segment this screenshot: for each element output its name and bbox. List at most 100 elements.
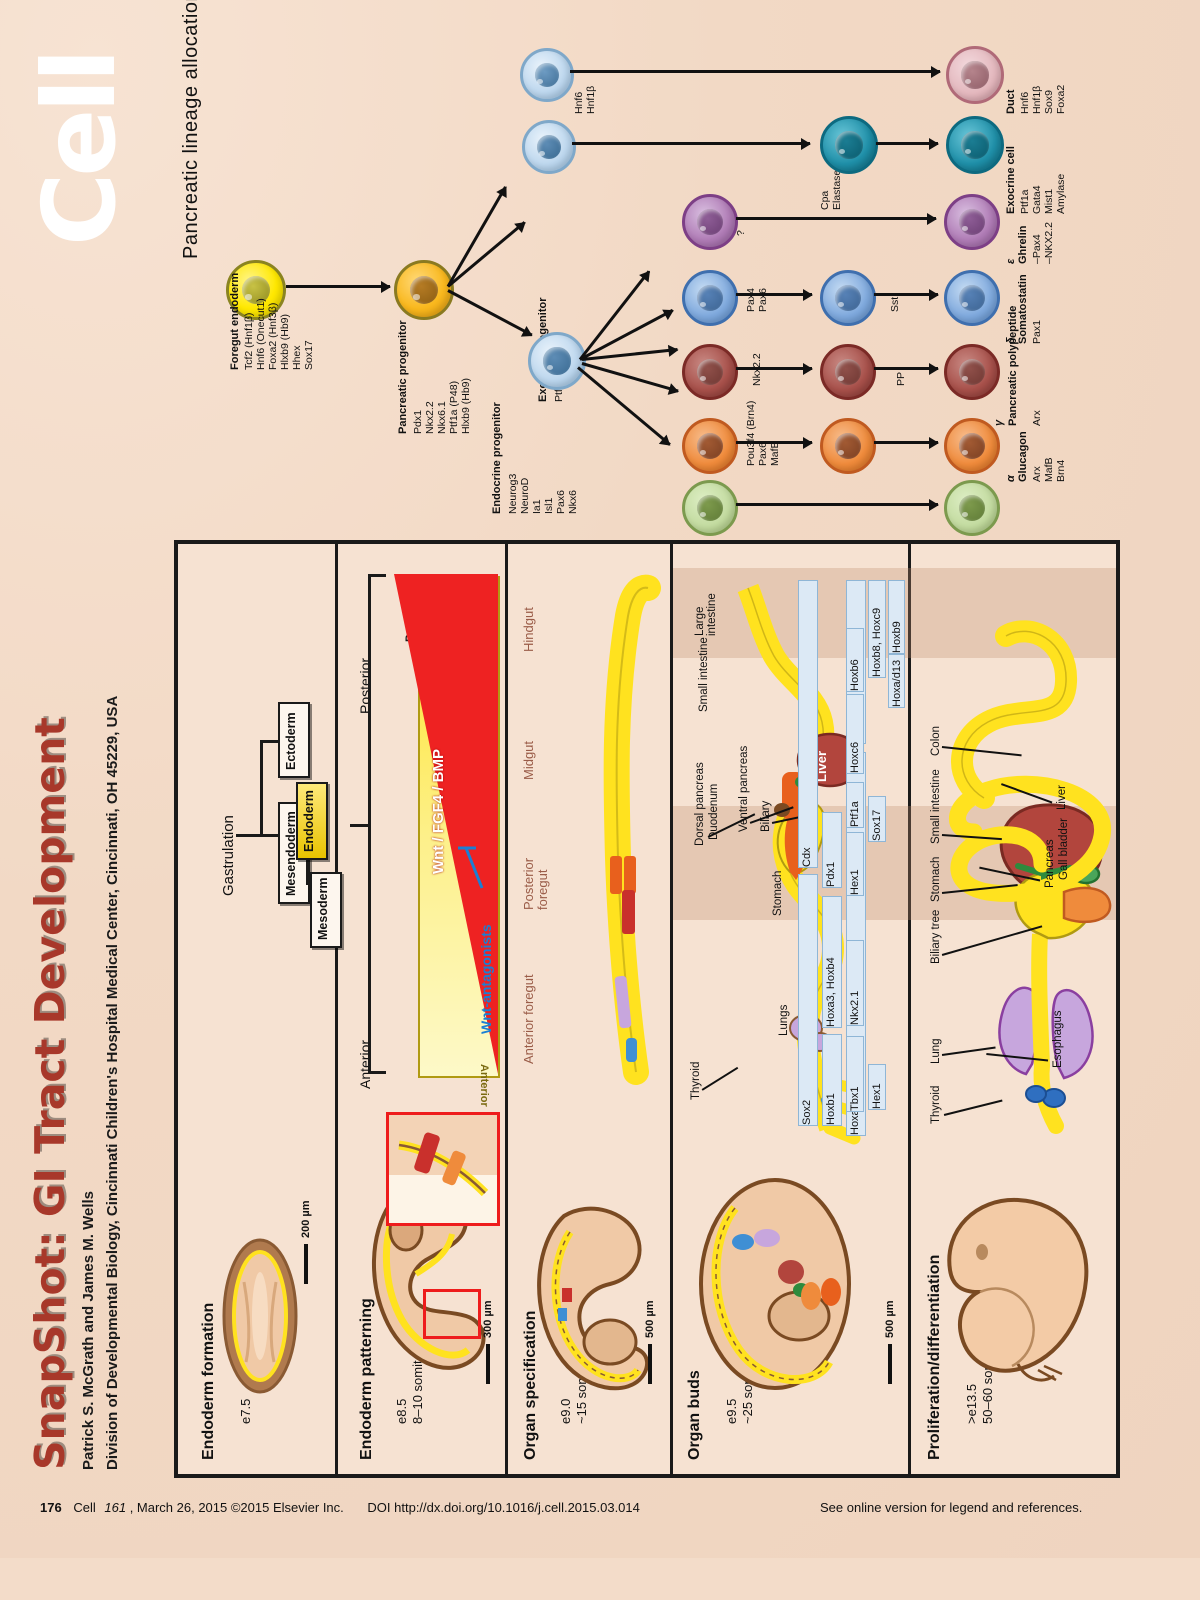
gi-tract-illustration xyxy=(949,620,1112,1134)
gene: Hnf6 (Onecut1) xyxy=(255,298,267,370)
gene-bar-label: Cdx xyxy=(801,847,813,867)
gene-bar-tbx1: Tbx1 xyxy=(846,1036,864,1112)
gene: Pax6 xyxy=(757,442,769,466)
tree-line-branch-mesendo xyxy=(260,834,278,837)
gene: Brn4 xyxy=(1055,459,1067,482)
region-label-posterior-foregut: Posterior foregut xyxy=(521,857,550,910)
genes-foregut-endoderm-4: Hlxb9 (Hb9) xyxy=(279,314,292,370)
gene-bar-hoxa3-hoxb4: Hoxa3, Hoxb4 xyxy=(822,896,842,1028)
node-name-pancreatic-progenitor: Pancreatic progenitor xyxy=(397,320,409,434)
gastrulation-heading: Gastrulation xyxy=(220,815,237,896)
genes-duct-3: Sox9 xyxy=(1043,90,1056,114)
cell-acinar-intermediate xyxy=(820,116,878,174)
genes-foregut-endoderm-5: Hhex xyxy=(291,345,304,370)
organ-label-liver-adult: Liver xyxy=(1056,785,1068,810)
gene: Hlxb9 (Hb9) xyxy=(460,377,472,434)
tree-line-root xyxy=(236,834,262,837)
genes-delta-mid-1: Pax4 xyxy=(745,288,758,312)
gene-bar-label: Sox2 xyxy=(801,1099,813,1125)
footer-doi[interactable]: DOI http://dx.doi.org/10.1016/j.cell.201… xyxy=(367,1500,640,1515)
arrow-endo-to-alpha xyxy=(577,366,671,446)
cell-gamma-progenitor xyxy=(682,344,738,400)
organ-label-duodenum: Duodenum xyxy=(708,783,720,840)
organ-label-biliary-tree: Biliary tree xyxy=(930,909,942,964)
gene-bar-hoxb8-hoxc9: Hoxb8, Hoxc9 xyxy=(868,580,886,678)
arrow-beta-step1 xyxy=(736,441,812,444)
gene-bar-label: Hex1 xyxy=(871,1083,883,1109)
column-divider-1 xyxy=(335,544,338,1474)
gene: Nkx2.2 xyxy=(424,401,436,434)
scale-text-500um-col4: 500 µm xyxy=(884,1300,896,1338)
gene: Tcf2 (Hnf1β) xyxy=(243,312,255,370)
arrow-gamma-step2 xyxy=(874,367,938,370)
gene-bar-sox17: Sox17 xyxy=(868,796,886,842)
arrow-epsilon-to-ghrelin xyxy=(736,217,936,220)
organ-label-esophagus: Esophagus xyxy=(1052,1010,1064,1068)
genes-foregut-endoderm-3: Foxa2 (Hnf3β) xyxy=(267,303,280,370)
genes-pancreatic-4: Ptf1a (P48) xyxy=(448,381,461,434)
gene-bar-label: Tbx1 xyxy=(849,1086,861,1111)
genes-beta-mid-1: Pou3f4 (Brn4) xyxy=(745,401,758,466)
gene: Pax6 xyxy=(757,288,769,312)
specified-gut-tube-illustration xyxy=(603,574,661,1085)
gene: Hnf6 xyxy=(573,91,585,114)
cell-epsilon-progenitor xyxy=(682,194,738,250)
genes-endo-prog-6: Nkx6 xyxy=(567,490,580,514)
gene-bar-label: Nkx2.1 xyxy=(849,990,861,1025)
organ-label-gall-bladder: Gall bladder xyxy=(1058,817,1070,880)
arrow-exocrine-prog-to-acinar xyxy=(572,142,810,145)
greek-symbol: γ xyxy=(993,419,1005,426)
wnt-antagonists-label: Wnt-antagonists xyxy=(478,924,494,1034)
cell-glucagon xyxy=(944,480,1000,536)
genes-duct-prog-2: Hnf1β xyxy=(585,86,598,114)
genes-duct-4: Foxa2 xyxy=(1055,84,1068,114)
terminal-name-insulin: Glucagon xyxy=(1017,431,1029,482)
label-pancreatic-progenitor: Pancreatic progenitor xyxy=(397,320,410,434)
gene-bar-label: Hoxa/d13 xyxy=(891,659,903,707)
organ-label-small-intestine-adult: Small intestine xyxy=(930,769,942,844)
symbol-beta: α xyxy=(1005,475,1018,482)
genes-foregut-endoderm-6: Sox17 xyxy=(303,340,316,370)
genes-insulin-2: MafB xyxy=(1043,457,1056,482)
gene: Sox9 xyxy=(1043,90,1055,114)
gene: PP xyxy=(895,371,907,386)
gene: Foxa2 xyxy=(1055,84,1067,114)
footer-volume: 161 xyxy=(104,1500,127,1515)
gene: Pax4 xyxy=(745,288,757,312)
gene: Mist1 xyxy=(1043,188,1055,214)
page-title: SnapShot: GI Tract Development xyxy=(26,717,74,1470)
genes-exocrine-4: Amylase xyxy=(1055,174,1068,214)
arrow-delta-step1 xyxy=(736,293,812,296)
region-label-foregut: foregut xyxy=(535,869,550,910)
organ-label-large-intestine: Large intestine xyxy=(694,593,718,636)
wnt-antagonist-inhibition-icon xyxy=(458,846,484,889)
cell-ghrelin xyxy=(944,194,1000,250)
scale-bar-500um-col4 xyxy=(888,1344,892,1384)
genes-duct-prog-1: Hnf6 xyxy=(573,91,586,114)
gene: MafB xyxy=(769,441,781,466)
gene-bar-label: Hoxb6 xyxy=(849,659,861,691)
gene-bar-hex1-2: Hex1 xyxy=(868,1064,886,1110)
region-label-midgut: Midgut xyxy=(521,740,536,780)
fetus-e13-5-illustration xyxy=(947,1197,1089,1382)
tree-line-branch-ecto xyxy=(260,740,278,743)
gene-bar-pdx1: Pdx1 xyxy=(822,812,842,888)
genes-ghrelin-2: –NKX2.2 xyxy=(1043,222,1056,264)
organ-label-small-intestine: Small intestine xyxy=(698,637,710,712)
gene-bar-label: Sox17 xyxy=(871,809,883,841)
footer-issue-date: , March 26, 2015 ©2015 Elsevier Inc. xyxy=(129,1500,344,1515)
terminal-name-duct: Duct xyxy=(1005,89,1017,114)
gene: Nkx6.1 xyxy=(436,401,448,434)
genes-exocrine-mid-2: Elastase xyxy=(831,170,844,210)
gene: Hhex xyxy=(291,345,303,370)
genes-insulin-3: Brn4 xyxy=(1055,459,1068,482)
gene-bar-label: Hoxb9 xyxy=(891,621,903,653)
tree-line-vert-1 xyxy=(260,740,263,836)
gene: Sox17 xyxy=(303,340,315,370)
region-label-posterior: Posterior xyxy=(521,857,536,910)
gene-bar-hoxad13: Hoxa/d13 xyxy=(888,654,905,708)
large-intestine-line2: intestine xyxy=(706,593,718,636)
genes-endo-prog-5: Pax6 xyxy=(555,490,568,514)
gene: Cpa xyxy=(819,190,831,210)
cell-beta-intermediate xyxy=(820,418,876,474)
